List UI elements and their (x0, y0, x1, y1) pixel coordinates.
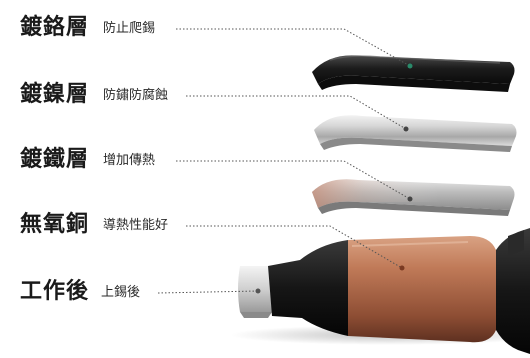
leader-dots (255, 63, 413, 294)
layer-row-iron: 鍍鐵層 增加傳熱 (0, 146, 360, 182)
leader-lines (157, 28, 411, 294)
layer-row-tip: 工作後 上錫後 (0, 278, 360, 314)
leader-line-copper (186, 225, 403, 269)
leader-line-nickel (186, 95, 407, 130)
layer-desc: 防止爬錫 (103, 21, 156, 36)
layer-desc: 導熱性能好 (103, 218, 169, 233)
layer-desc: 增加傳熱 (103, 153, 156, 168)
dot-nickel (403, 126, 409, 132)
soldering-tip-assembly (230, 228, 530, 354)
dot-copper (399, 265, 405, 271)
chrome-layer-shell (312, 55, 515, 92)
dot-chrome (407, 63, 413, 69)
leader-line-tip (157, 290, 259, 294)
leader-line-chrome (176, 28, 411, 67)
layer-desc: 防鏽防腐蝕 (103, 88, 169, 103)
layer-title: 工作後 (20, 279, 90, 304)
dot-iron (407, 196, 413, 202)
leader-line-iron (176, 160, 411, 200)
layer-desc: 上錫後 (101, 285, 141, 300)
iron-layer-shell (312, 179, 515, 216)
layer-title: 鍍鎳層 (20, 82, 90, 107)
layer-row-chrome: 鍍鉻層 防止爬錫 (0, 14, 360, 50)
layer-title: 鍍鉻層 (20, 15, 90, 40)
nickel-layer-shell (314, 115, 517, 152)
layer-title: 無氧銅 (20, 212, 90, 237)
layer-title: 鍍鐵層 (20, 147, 90, 172)
layer-row-copper: 無氧銅 導熱性能好 (0, 211, 360, 247)
layer-row-nickel: 鍍鎳層 防鏽防腐蝕 (0, 81, 360, 117)
dot-tip (255, 288, 261, 294)
